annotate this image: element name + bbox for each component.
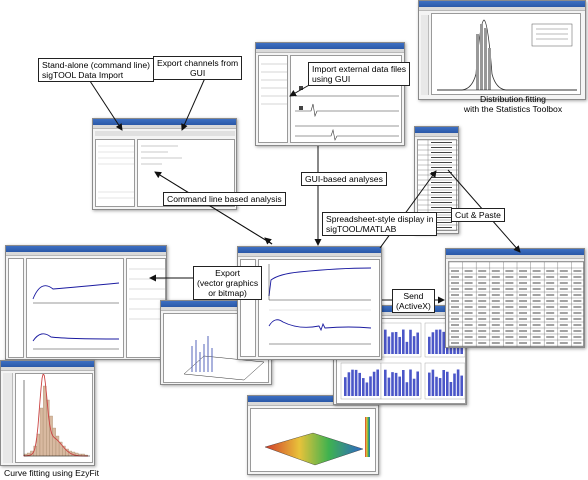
surface-plot-area bbox=[250, 408, 376, 472]
window-menubar bbox=[334, 312, 466, 316]
window-menubar bbox=[446, 255, 584, 259]
window-menubar bbox=[1, 367, 94, 371]
toolbar-strip[interactable] bbox=[95, 131, 235, 136]
workspace-pane[interactable] bbox=[95, 139, 135, 207]
window-titlebar bbox=[93, 119, 236, 125]
distribution-fitting-window[interactable] bbox=[418, 0, 586, 100]
window-menubar bbox=[238, 253, 381, 257]
window-menubar bbox=[93, 125, 236, 129]
distribution-plot-area bbox=[431, 13, 581, 95]
distribution-plot bbox=[437, 19, 577, 91]
window-menubar bbox=[6, 252, 166, 256]
window-menubar bbox=[161, 307, 271, 311]
main-plot-pane bbox=[258, 259, 380, 357]
caption-line: with the Statistics Toolbox bbox=[463, 104, 563, 114]
file-list-pane[interactable] bbox=[258, 55, 288, 143]
window-titlebar bbox=[415, 127, 458, 133]
callout-line: sigTOOL/MATLAB bbox=[326, 224, 397, 234]
window-menubar bbox=[256, 49, 404, 53]
callout-command-line: Command line based analysis bbox=[163, 192, 286, 206]
toolbar-strip[interactable] bbox=[421, 15, 429, 95]
callout-line: Export channels from bbox=[157, 58, 239, 68]
toolbar-strip[interactable] bbox=[3, 373, 13, 463]
callout-line: sigTOOL Data Import bbox=[42, 70, 124, 80]
surface-plot-window[interactable] bbox=[247, 395, 379, 475]
callout-send: Send (ActiveX) bbox=[392, 289, 435, 313]
channel-list-pane[interactable] bbox=[8, 258, 24, 358]
caption-distribution-fitting: Distribution fitting with the Statistics… bbox=[448, 94, 578, 114]
caption-curve-fitting: Curve fitting using EzyFit bbox=[4, 468, 100, 478]
callout-line: (vector graphics bbox=[197, 278, 259, 288]
callout-line: Export bbox=[215, 268, 240, 278]
callout-import-external: Import external data files using GUI bbox=[308, 62, 411, 86]
callout-cut-paste: Cut & Paste bbox=[451, 208, 505, 222]
callout-line: (ActiveX) bbox=[396, 301, 431, 311]
sigtool-export-window[interactable] bbox=[5, 245, 167, 360]
window-titlebar bbox=[1, 361, 94, 367]
spreadsheet-grid[interactable] bbox=[448, 261, 584, 347]
callout-gui-analyses: GUI-based analyses bbox=[301, 172, 387, 186]
callout-export: Export (vector graphics or bitmap) bbox=[193, 266, 263, 300]
window-titlebar bbox=[256, 43, 404, 49]
callout-line: Stand-alone (command line) bbox=[42, 60, 150, 70]
window-titlebar bbox=[6, 246, 166, 252]
callout-line: Send bbox=[403, 291, 424, 301]
window-menubar bbox=[415, 133, 458, 137]
callout-line: or bitmap) bbox=[208, 288, 247, 298]
callout-standalone: Stand-alone (command line) sigTOOL Data … bbox=[38, 58, 154, 82]
spreadsheet-window[interactable] bbox=[445, 248, 585, 348]
window-menubar bbox=[248, 402, 378, 406]
caption-line: Distribution fitting bbox=[480, 94, 546, 104]
export-plot-pane bbox=[26, 258, 124, 358]
sigtool-main-window[interactable] bbox=[237, 246, 382, 360]
callout-export-channels: Export channels from GUI bbox=[153, 56, 243, 80]
callout-line: Spreadsheet-style display in bbox=[326, 214, 434, 224]
callout-spreadsheet: Spreadsheet-style display in sigTOOL/MAT… bbox=[322, 212, 438, 236]
import-data-window[interactable] bbox=[255, 42, 405, 146]
callout-line: using GUI bbox=[312, 74, 351, 84]
window-titlebar bbox=[161, 301, 271, 307]
window-titlebar bbox=[248, 396, 378, 402]
callout-line: GUI bbox=[189, 68, 206, 78]
window-titlebar bbox=[419, 1, 585, 7]
curve-fit-plot bbox=[15, 373, 93, 463]
window-menubar bbox=[419, 7, 585, 11]
window-titlebar bbox=[238, 247, 381, 253]
callout-line: Import external data files bbox=[312, 64, 407, 74]
curve-fitting-window[interactable] bbox=[0, 360, 95, 466]
properties-pane[interactable] bbox=[126, 258, 166, 358]
